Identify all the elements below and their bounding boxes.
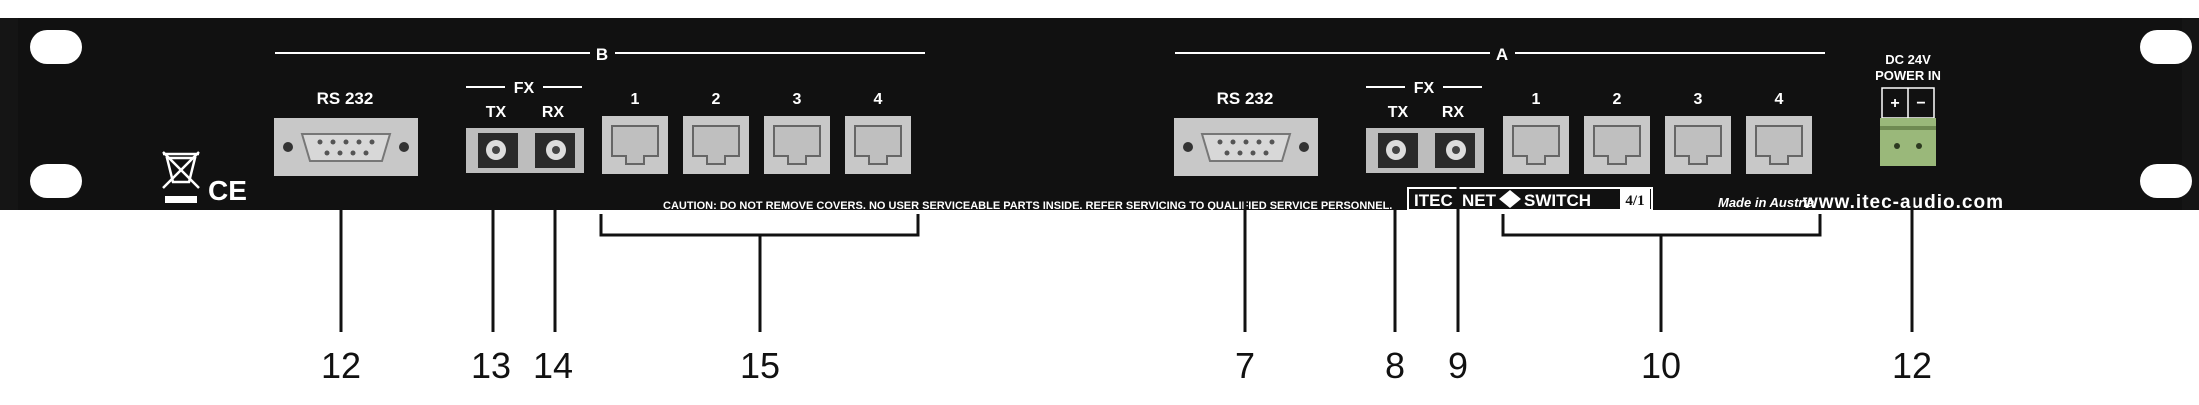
ce-mark: CE (208, 175, 247, 206)
eth-a-label-3: 3 (1694, 91, 1703, 108)
brand-net: NET (1462, 191, 1497, 210)
fx-a-label: FX (1414, 80, 1435, 97)
weee-bar (165, 196, 197, 203)
caution-text: CAUTION: DO NOT REMOVE COVERS. NO USER S… (663, 200, 1392, 212)
ethernet-a-ports (1503, 116, 1812, 174)
ethernet-a-port-3 (1665, 116, 1731, 174)
eth-b-label-2: 2 (712, 91, 721, 108)
eth-b-label-4: 4 (874, 91, 883, 108)
eth-a-label-1: 1 (1532, 91, 1541, 108)
mounting-hole (2140, 164, 2192, 198)
ethernet-a-port-4 (1746, 116, 1812, 174)
brand-switch: SWITCH (1524, 191, 1591, 210)
ethernet-b-port-4 (845, 116, 911, 174)
callout-10: 10 (1641, 345, 1681, 386)
rs232-b-label: RS 232 (317, 89, 374, 108)
tx-a-label: TX (1388, 104, 1409, 121)
eth-b-label-1: 1 (631, 91, 640, 108)
mounting-hole (30, 164, 82, 198)
section-b-label: B (596, 45, 608, 64)
ethernet-b-ports (602, 116, 911, 174)
mounting-hole (30, 30, 82, 64)
power-terminal (1880, 87, 1936, 166)
rs232-a-label: RS 232 (1217, 89, 1274, 108)
panel-body (18, 18, 2182, 210)
ethernet-a-port-2 (1584, 116, 1650, 174)
fx-b-connector (466, 128, 584, 173)
ethernet-b-port-1 (602, 116, 668, 174)
fx-b-label: FX (514, 80, 535, 97)
rs232-a-connector (1174, 118, 1318, 176)
callout-9: 9 (1448, 345, 1468, 386)
eth-a-label-4: 4 (1775, 91, 1784, 108)
power-label-1: DC 24V (1885, 52, 1931, 67)
eth-a-label-2: 2 (1613, 91, 1622, 108)
model-text: 4/1 (1625, 193, 1644, 209)
website-url: www.itec-audio.com (1802, 192, 2004, 213)
brand-itec: ITEC (1414, 191, 1453, 210)
brand-diamond-icon (1499, 190, 1521, 208)
ethernet-a-port-1 (1503, 116, 1569, 174)
callout-15: 15 (740, 345, 780, 386)
rx-b-label: RX (542, 104, 565, 121)
model-badge (1620, 189, 1650, 209)
eth-b-label-3: 3 (793, 91, 802, 108)
ethernet-b-port-3 (764, 116, 830, 174)
power-label-2: POWER IN (1875, 68, 1941, 83)
callout-13: 13 (471, 345, 511, 386)
callout-lines (339, 166, 1914, 332)
weee-icon (162, 151, 200, 189)
callout-8: 8 (1385, 345, 1405, 386)
callout-12-right: 12 (1892, 345, 1932, 386)
made-in: Made in Austria (1718, 195, 1814, 210)
fx-a-connector (1366, 128, 1484, 173)
callout-7: 7 (1235, 345, 1255, 386)
tx-b-label: TX (486, 104, 507, 121)
ethernet-b-port-2 (683, 116, 749, 174)
section-a-label: A (1496, 45, 1508, 64)
power-plus: + (1890, 95, 1899, 112)
rx-a-label: RX (1442, 104, 1465, 121)
mounting-hole (2140, 30, 2192, 64)
rs232-b-connector (274, 118, 418, 176)
callout-14: 14 (533, 345, 573, 386)
callout-12-left: 12 (321, 345, 361, 386)
brand-box (1407, 187, 1653, 211)
power-minus: − (1916, 95, 1925, 112)
